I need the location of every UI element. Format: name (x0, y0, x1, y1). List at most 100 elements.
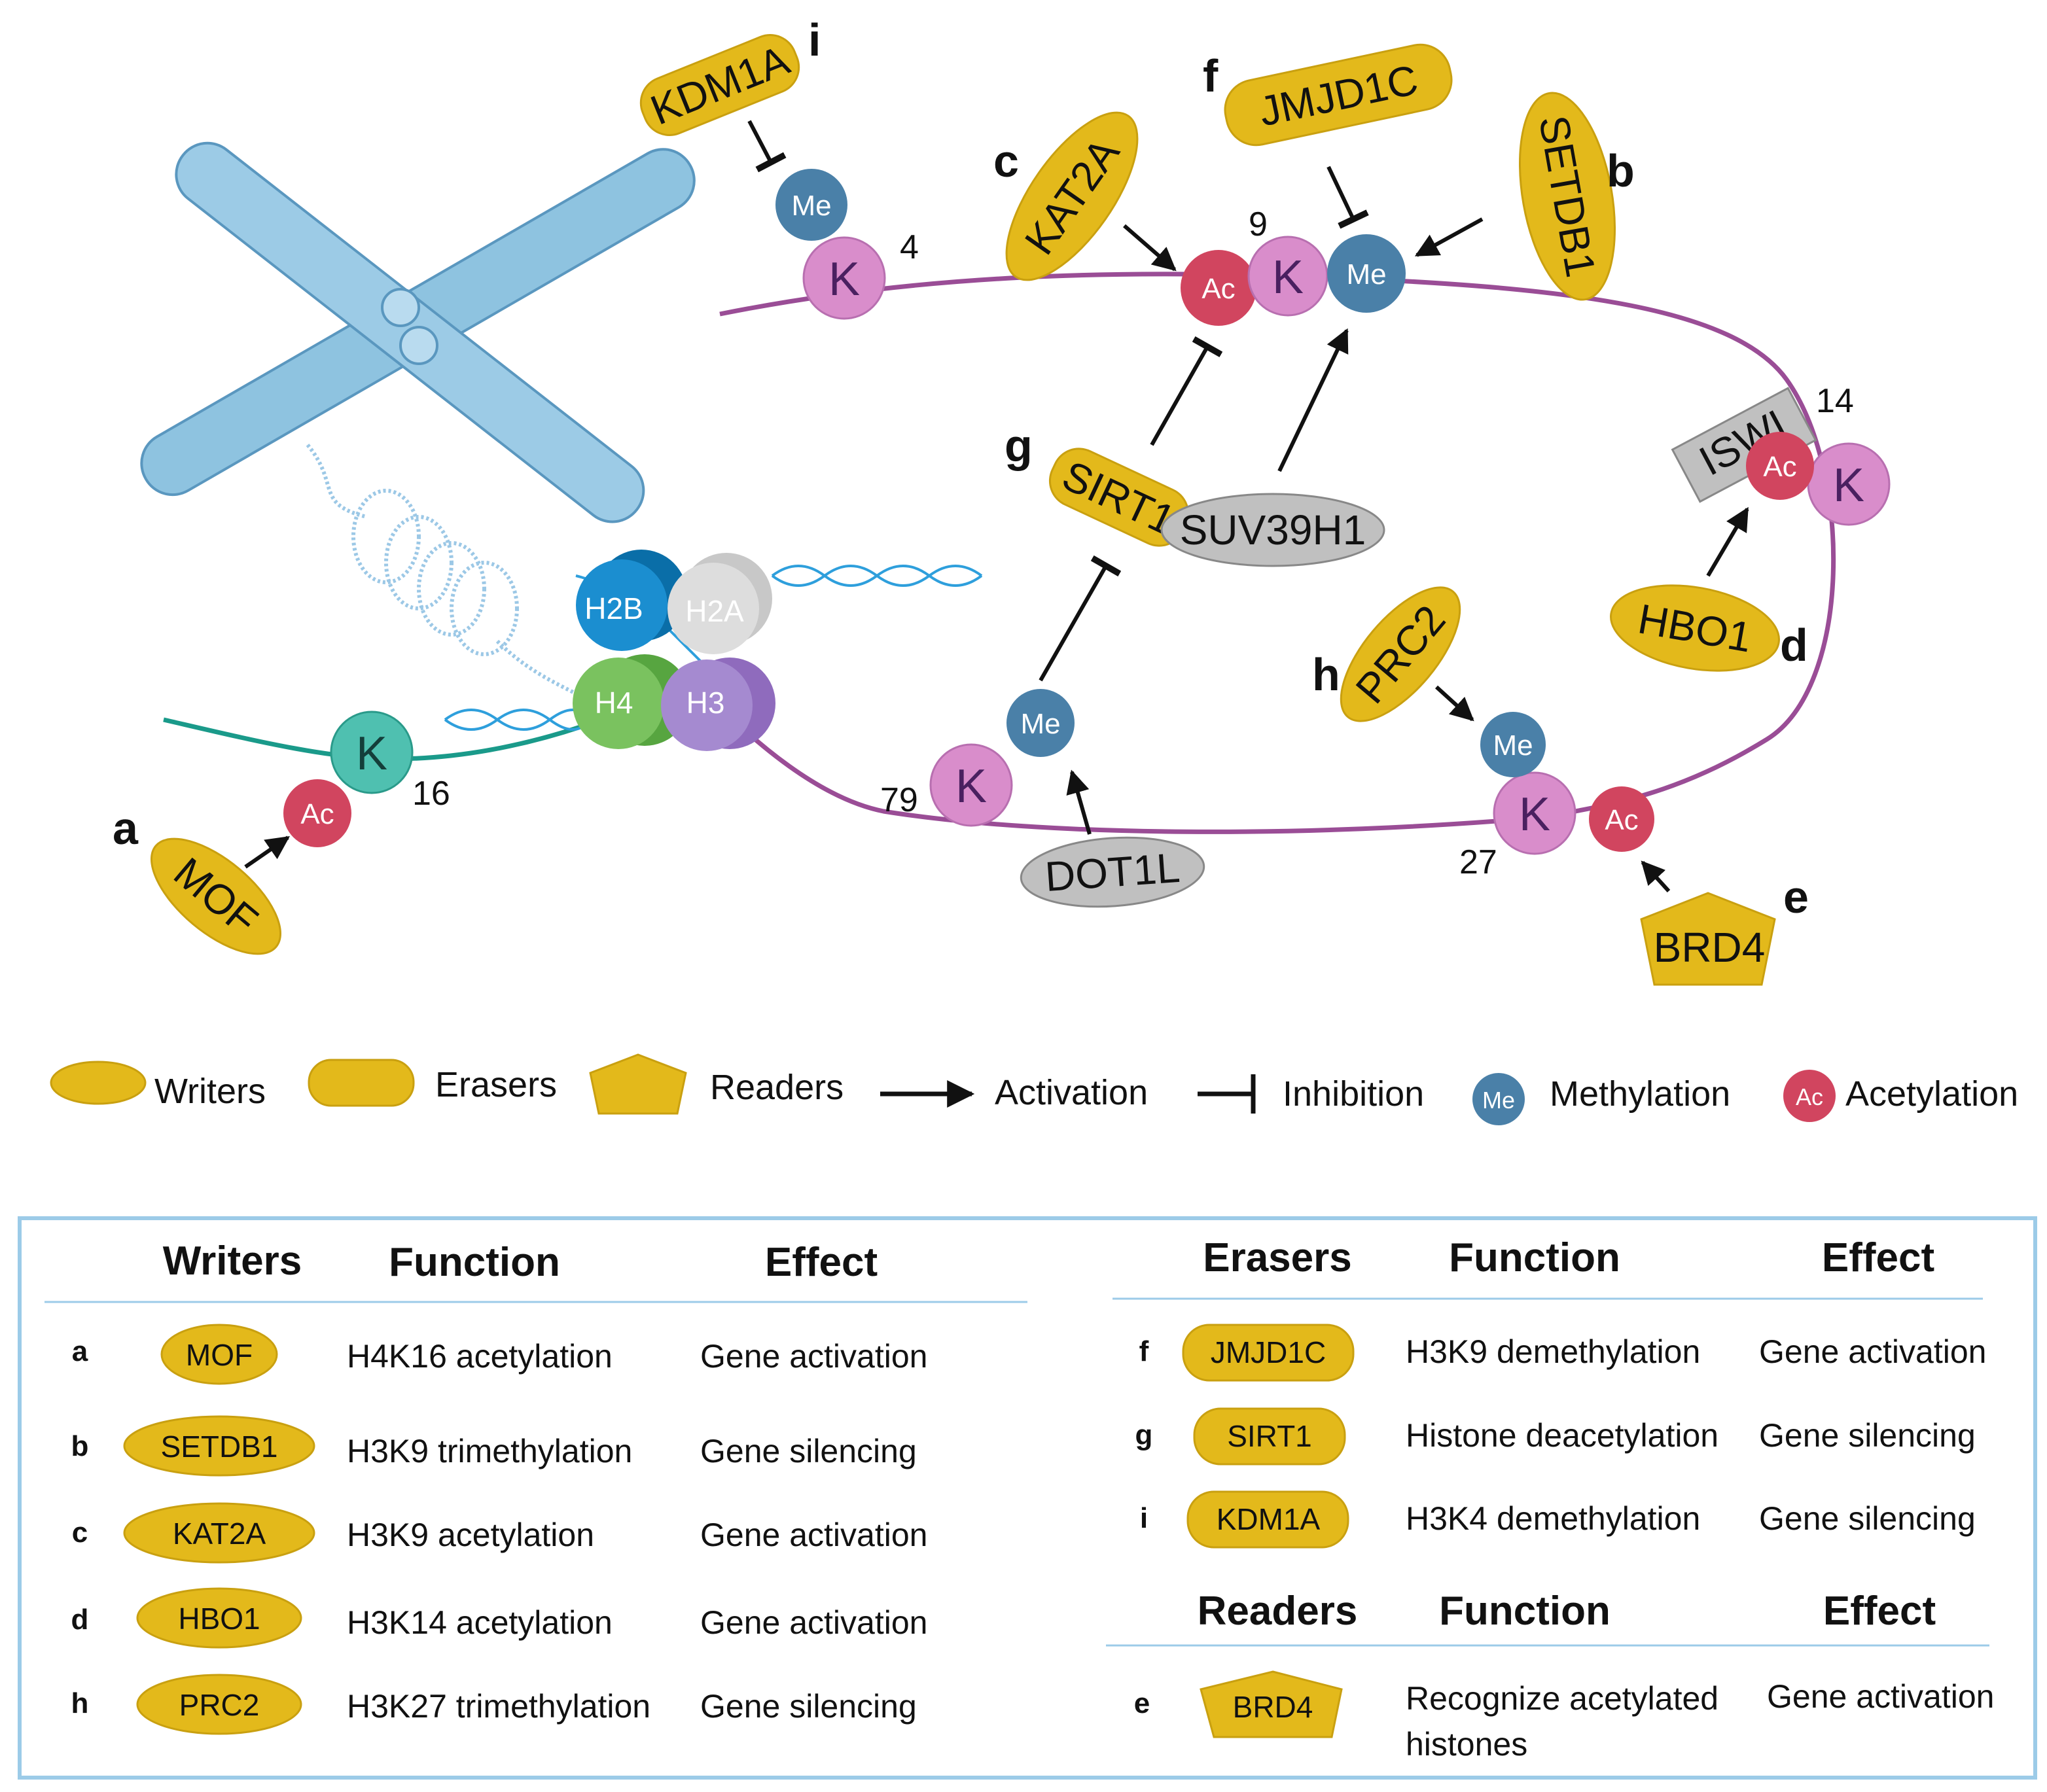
position-16: 16 (412, 775, 450, 813)
lysine-k4: K (802, 236, 886, 320)
svg-text:K: K (1833, 459, 1864, 512)
letter-d: d (1780, 620, 1808, 671)
svg-text:H3K9 demethylation: H3K9 demethylation (1406, 1333, 1700, 1370)
writers-header-effect: Effect (765, 1240, 878, 1285)
svg-text:KAT2A: KAT2A (173, 1517, 266, 1551)
legend-methyl-icon: Me (1472, 1073, 1525, 1125)
h4-label: H4 (595, 686, 633, 720)
jmjd1c-eraser: JMJD1C (1224, 43, 1453, 147)
svg-text:K: K (828, 253, 860, 306)
svg-text:K: K (356, 728, 387, 780)
lysine-k14: K (1807, 442, 1891, 526)
writers-row: h PRC2 H3K27 trimethylation Gene silenci… (71, 1674, 917, 1735)
erasers-header-name: Erasers (1203, 1235, 1352, 1280)
legend-erasers: Erasers (435, 1065, 557, 1104)
svg-text:Gene activation: Gene activation (700, 1517, 927, 1553)
svg-text:h: h (71, 1687, 89, 1719)
letter-e: e (1783, 871, 1809, 922)
svg-text:Gene silencing: Gene silencing (1759, 1417, 1976, 1454)
legend-reader-icon (589, 1053, 687, 1115)
letter-c: c (993, 135, 1019, 186)
writers-header-name: Writers (163, 1239, 302, 1284)
svg-text:K: K (1272, 251, 1304, 304)
setdb1-writer: SETDB1 (1518, 92, 1616, 301)
legend-methylation: Methylation (1550, 1074, 1730, 1114)
methyl-k4: Me (775, 169, 847, 241)
lysine-k79: K (929, 743, 1013, 827)
svg-text:SETDB1: SETDB1 (161, 1430, 278, 1464)
brd4-reader: BRD4 (1640, 892, 1776, 986)
svg-text:BRD4: BRD4 (1233, 1690, 1313, 1724)
svg-text:SUV39H1: SUV39H1 (1180, 506, 1366, 553)
svg-text:H3K4 demethylation: H3K4 demethylation (1406, 1500, 1700, 1537)
erasers-row: i KDM1A H3K4 demethylation Gene silencin… (1140, 1490, 1976, 1549)
svg-text:K: K (955, 760, 987, 813)
svg-text:MOF: MOF (186, 1338, 253, 1372)
acetyl-k27: Ac (1589, 786, 1654, 852)
legend-readers: Readers (710, 1068, 844, 1107)
legend-eraser-icon (308, 1059, 415, 1107)
letter-h: h (1312, 649, 1340, 700)
erasers-row: g SIRT1 Histone deacetylation Gene silen… (1135, 1407, 1976, 1466)
methyl-k9: Me (1327, 234, 1406, 313)
hbo1-writer: HBO1 (1610, 584, 1780, 672)
svg-text:Ac: Ac (1202, 273, 1235, 305)
svg-text:Gene activation: Gene activation (1767, 1678, 1994, 1715)
svg-text:Me: Me (1346, 258, 1386, 290)
lysine-k9: K (1247, 236, 1328, 317)
h3-label: H3 (686, 686, 725, 720)
readers-header-name: Readers (1198, 1589, 1358, 1634)
letter-a: a (113, 803, 139, 854)
readers-header-function: Function (1439, 1589, 1611, 1634)
svg-text:Histone deacetylation: Histone deacetylation (1406, 1417, 1718, 1454)
letter-g: g (1005, 420, 1033, 471)
position-79: 79 (880, 781, 918, 819)
svg-text:histones: histones (1406, 1726, 1527, 1763)
svg-text:K: K (1519, 788, 1550, 841)
readers-row: e BRD4 Recognize acetylated histones Gen… (1134, 1670, 1994, 1763)
svg-text:Ac: Ac (1796, 1083, 1823, 1110)
svg-text:Gene activation: Gene activation (700, 1338, 927, 1375)
svg-text:g: g (1135, 1419, 1153, 1451)
nucleosome: H2B H2A H4 H3 (573, 550, 775, 751)
svg-text:Gene silencing: Gene silencing (700, 1433, 917, 1469)
acetyl-k9: Ac (1181, 250, 1256, 326)
legend-activation: Activation (995, 1073, 1148, 1112)
svg-text:H3K27 trimethylation: H3K27 trimethylation (347, 1688, 650, 1725)
writers-row: c KAT2A H3K9 acetylation Gene activation (72, 1502, 927, 1564)
svg-text:Recognize acetylated: Recognize acetylated (1406, 1680, 1718, 1717)
methyl-k79: Me (1006, 689, 1075, 757)
writers-row: b SETDB1 H3K9 trimethylation Gene silenc… (71, 1415, 917, 1477)
svg-text:Ac: Ac (1763, 451, 1796, 483)
prc2-writer: PRC2 (1340, 586, 1461, 722)
svg-text:Gene silencing: Gene silencing (700, 1688, 917, 1725)
svg-text:c: c (72, 1517, 88, 1549)
svg-text:KDM1A: KDM1A (1217, 1502, 1321, 1536)
erasers-header-effect: Effect (1822, 1235, 1934, 1280)
svg-text:a: a (72, 1335, 88, 1367)
svg-text:Ac: Ac (1605, 804, 1638, 836)
svg-text:H3K14 acetylation: H3K14 acetylation (347, 1604, 613, 1641)
chromatin-fiber (306, 444, 577, 695)
legend-writers: Writers (154, 1072, 266, 1111)
svg-text:i: i (1140, 1502, 1148, 1534)
svg-text:Gene activation: Gene activation (700, 1604, 927, 1641)
acetyl-k14: Ac (1746, 432, 1814, 500)
lysine-k16: K (330, 711, 414, 794)
acetyl-k16: Ac (283, 779, 351, 847)
readers-header-effect: Effect (1823, 1589, 1936, 1634)
legend-acetyl-icon: Ac (1783, 1070, 1836, 1122)
svg-text:JMJD1C: JMJD1C (1211, 1335, 1326, 1369)
svg-text:Ac: Ac (300, 798, 334, 830)
svg-text:KDM1A: KDM1A (644, 36, 796, 133)
dot1l-protein: DOT1L (1020, 836, 1205, 908)
svg-text:Me: Me (1493, 729, 1533, 762)
enzyme-table: Writers Function Effect a MOF H4K16 acet… (18, 1216, 2037, 1780)
letter-f: f (1203, 50, 1219, 101)
svg-text:H3K9 acetylation: H3K9 acetylation (347, 1517, 594, 1553)
svg-text:Me: Me (791, 190, 831, 222)
position-14: 14 (1816, 382, 1854, 420)
kdm1a-eraser: KDM1A (639, 34, 800, 136)
svg-text:HBO1: HBO1 (178, 1602, 260, 1636)
